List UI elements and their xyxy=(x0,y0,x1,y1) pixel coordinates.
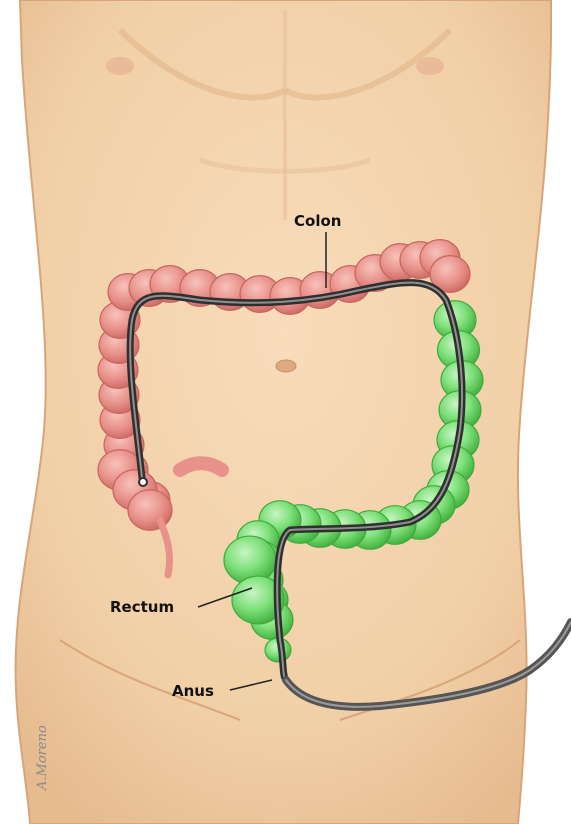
anus-label: Anus xyxy=(172,682,214,700)
rectum-label: Rectum xyxy=(110,598,174,616)
cecum-haustra xyxy=(128,490,172,530)
scope-tip xyxy=(139,478,147,486)
right-nipple xyxy=(416,57,444,75)
navel xyxy=(276,360,296,372)
colon-label: Colon xyxy=(294,212,341,230)
left-nipple xyxy=(106,57,134,75)
artist-signature: A.Moreno xyxy=(35,725,50,791)
terminal-ileum xyxy=(180,463,222,470)
